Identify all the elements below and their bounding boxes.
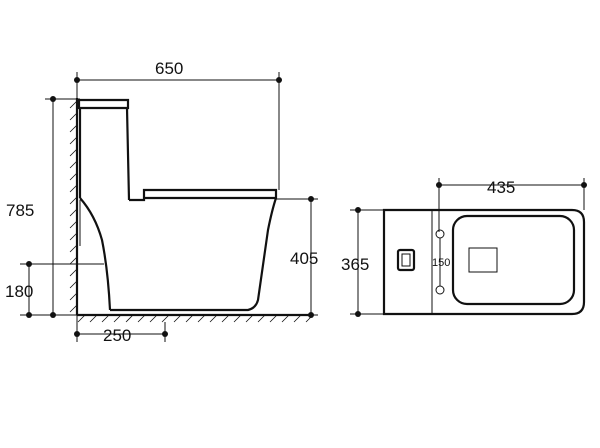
dim-height-785: 785 <box>6 96 80 318</box>
side-view: 650 785 405 180 <box>5 59 318 345</box>
dim-label-365: 365 <box>341 255 369 274</box>
toilet-side-outline <box>77 98 278 312</box>
dim-label-150: 150 <box>432 257 450 269</box>
dim-label-250: 250 <box>103 326 131 345</box>
top-view: 435 365 150 <box>341 178 587 317</box>
dim-height-180: 180 <box>5 261 104 318</box>
dim-rough-in-250: 250 <box>74 315 168 345</box>
wall-hatching <box>69 98 79 315</box>
dim-label-435: 435 <box>487 178 515 197</box>
dim-label-180: 180 <box>5 282 33 301</box>
dim-height-405: 405 <box>276 196 318 318</box>
dim-label-785: 785 <box>6 201 34 220</box>
dim-label-650: 650 <box>155 59 183 78</box>
dim-width-365: 365 <box>341 207 384 317</box>
mounting-hole-top <box>435 229 445 239</box>
dim-label-405: 405 <box>290 249 318 268</box>
dim-length-435: 435 <box>436 178 587 232</box>
mounting-hole-bottom <box>435 285 445 295</box>
floor-hatching <box>77 313 313 323</box>
dim-hole-spacing-150: 150 <box>432 238 450 286</box>
toilet-top-outline <box>382 208 586 316</box>
dim-width-650: 650 <box>74 59 282 190</box>
